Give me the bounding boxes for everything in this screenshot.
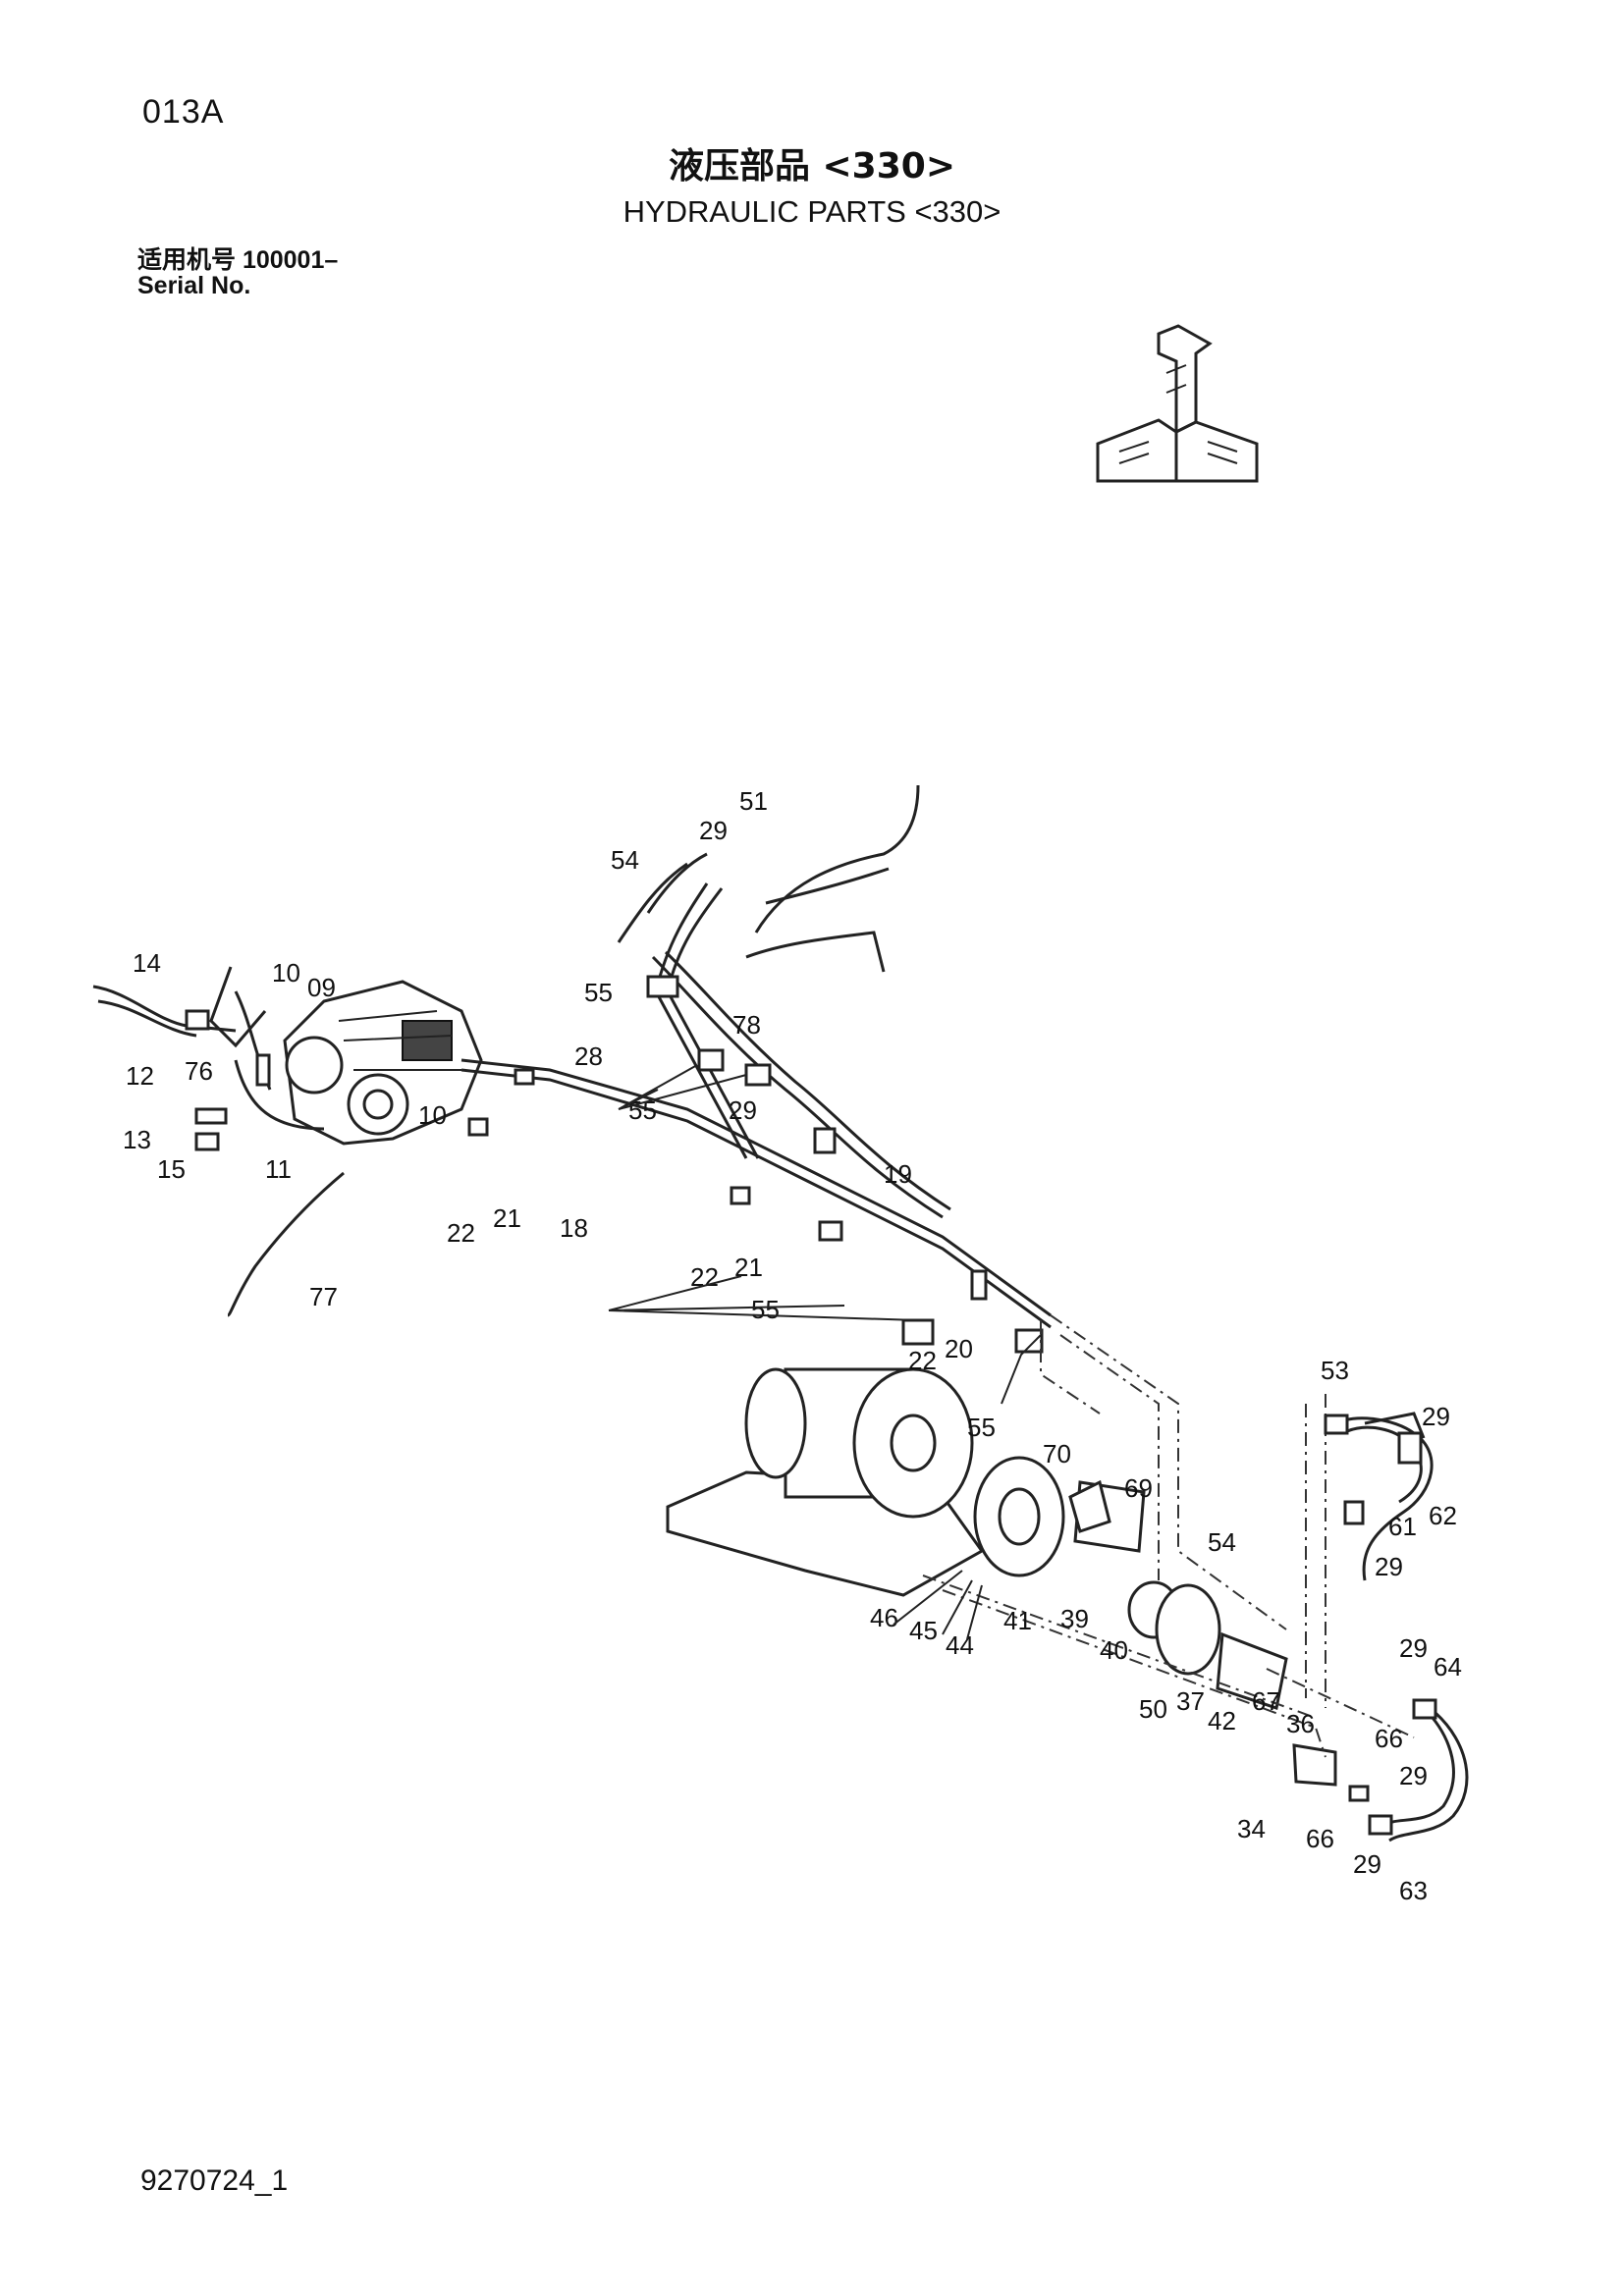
callout-22: 22 — [908, 1346, 937, 1375]
callout-21: 21 — [493, 1203, 521, 1233]
callout-55: 55 — [967, 1413, 996, 1442]
serial-label-english: Serial No. — [137, 272, 251, 299]
callout-11: 11 — [265, 1154, 292, 1184]
callout-41: 41 — [1003, 1606, 1032, 1635]
callout-55: 55 — [584, 978, 613, 1007]
callout-39: 39 — [1060, 1604, 1089, 1633]
callout-40: 40 — [1100, 1635, 1128, 1665]
callout-53: 53 — [1321, 1356, 1349, 1385]
callout-78: 78 — [732, 1010, 761, 1040]
callout-09: 09 — [307, 973, 336, 1002]
callout-29: 29 — [1422, 1402, 1450, 1431]
callout-62: 62 — [1429, 1501, 1457, 1530]
callout-54: 54 — [611, 845, 639, 875]
callout-34: 34 — [1237, 1814, 1266, 1843]
footer-document-code: 9270724_1 — [140, 2164, 289, 2197]
callout-18: 18 — [560, 1213, 588, 1243]
callout-12: 12 — [126, 1061, 154, 1091]
serial-label-chinese: 适用机号 100001– — [137, 246, 339, 274]
coupling-parts — [973, 1456, 1337, 1787]
title-english: HYDRAULIC PARTS <330> — [623, 194, 1001, 229]
serial-number-block: 适用机号 100001– Serial No. — [137, 247, 338, 298]
title-chinese: 液压部品 <330> — [668, 146, 955, 187]
callout-15: 15 — [157, 1154, 186, 1184]
callout-22: 22 — [690, 1262, 719, 1292]
callout-10: 10 — [418, 1100, 447, 1130]
callout-77: 77 — [309, 1282, 338, 1311]
page-code: 013A — [142, 93, 225, 131]
pump-hoses — [92, 966, 345, 1317]
callout-29: 29 — [1375, 1552, 1403, 1581]
callout-63: 63 — [1399, 1876, 1428, 1905]
callout-69: 69 — [1124, 1473, 1153, 1503]
callout-29: 29 — [1399, 1761, 1428, 1790]
callout-19: 19 — [884, 1159, 912, 1189]
callout-36: 36 — [1286, 1709, 1315, 1738]
callout-46: 46 — [870, 1603, 898, 1632]
callout-29: 29 — [1399, 1633, 1428, 1663]
callout-76: 76 — [185, 1056, 213, 1086]
callout-64: 64 — [1434, 1652, 1462, 1682]
callout-44: 44 — [946, 1630, 974, 1660]
assembly-guide-lines — [922, 1314, 1415, 1758]
callout-45: 45 — [909, 1616, 938, 1645]
callout-10: 10 — [272, 958, 300, 988]
callout-67: 67 — [1252, 1686, 1280, 1716]
callout-leader-lines — [608, 1064, 1042, 1640]
callout-51: 51 — [739, 786, 768, 816]
callout-29: 29 — [699, 816, 728, 845]
hydraulic-pump-assembly — [283, 980, 483, 1146]
callout-13: 13 — [123, 1125, 151, 1154]
callout-55: 55 — [751, 1295, 780, 1324]
callout-20: 20 — [945, 1334, 973, 1363]
callout-50: 50 — [1139, 1694, 1167, 1724]
callout-66: 66 — [1375, 1724, 1403, 1753]
callout-61: 61 — [1388, 1512, 1417, 1541]
right-side-hoses — [1324, 1412, 1469, 1842]
callout-70: 70 — [1043, 1439, 1071, 1468]
callout-14: 14 — [133, 948, 161, 978]
callout-28: 28 — [574, 1041, 603, 1071]
callout-22: 22 — [447, 1218, 475, 1248]
machine-direction-arrow-icon — [1096, 324, 1259, 483]
callout-29: 29 — [729, 1095, 757, 1125]
callout-54: 54 — [1208, 1527, 1236, 1557]
electric-motor-assembly — [666, 1367, 985, 1597]
callout-66: 66 — [1306, 1824, 1334, 1853]
callout-37: 37 — [1176, 1686, 1205, 1716]
callout-29: 29 — [1353, 1849, 1381, 1879]
pressure-pipe-lines — [460, 784, 1052, 1329]
callout-42: 42 — [1208, 1706, 1236, 1735]
